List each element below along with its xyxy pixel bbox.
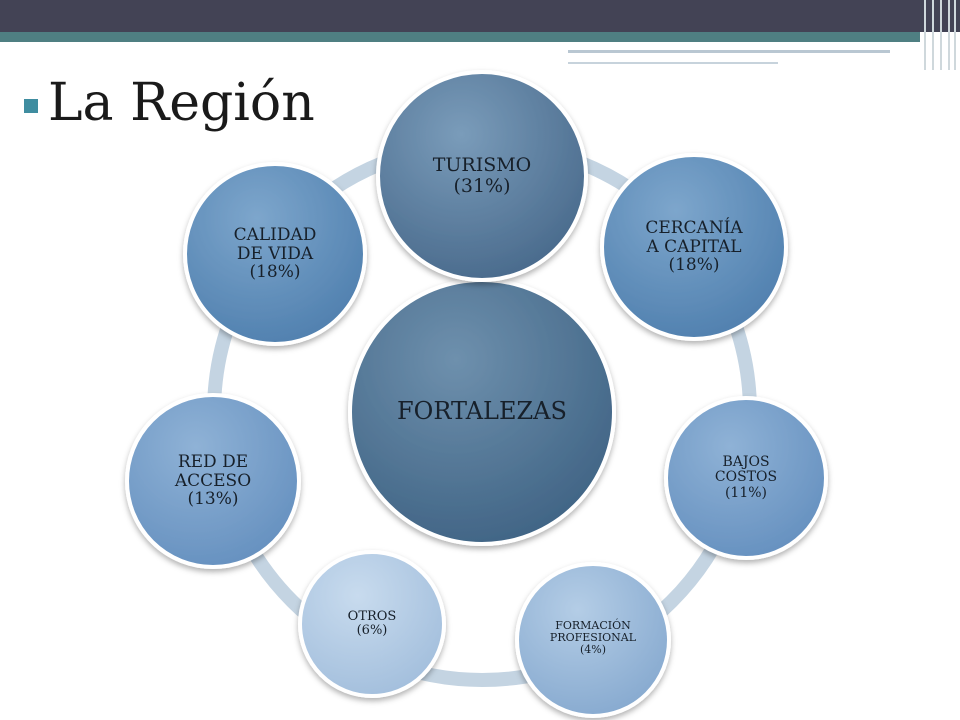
square-bullet-icon bbox=[24, 99, 38, 113]
accent-band bbox=[0, 32, 920, 42]
node-circle-cercania bbox=[600, 153, 788, 341]
node-circle-bajos-costos bbox=[664, 396, 828, 560]
center-circle bbox=[348, 278, 616, 546]
slide-title: La Región bbox=[48, 73, 315, 133]
corner-stripes bbox=[920, 0, 960, 70]
node-circle-red-acceso bbox=[125, 393, 301, 569]
top-bar bbox=[0, 0, 960, 32]
node-circle-calidad-vida bbox=[183, 162, 367, 346]
node-circle-turismo bbox=[376, 70, 588, 282]
decorative-line bbox=[568, 50, 890, 53]
node-circle-formacion bbox=[515, 562, 671, 718]
node-circle-otros bbox=[298, 550, 446, 698]
title-row: La Región bbox=[24, 68, 315, 138]
decorative-line bbox=[568, 62, 778, 64]
